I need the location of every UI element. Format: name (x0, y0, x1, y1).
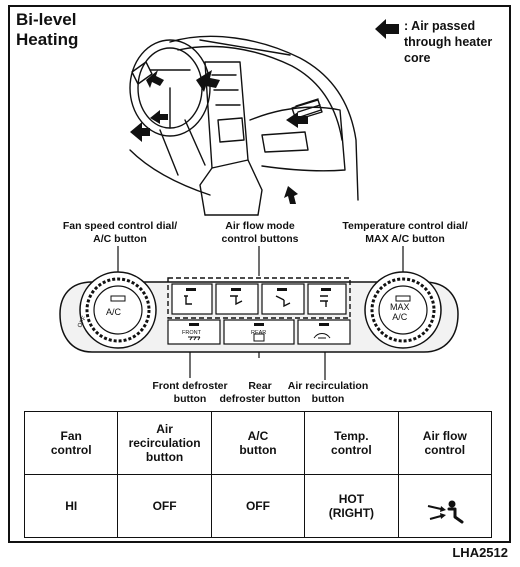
table-value-row: HI OFF OFF HOT (RIGHT) (23, 474, 493, 538)
value-air-flow-control (397, 474, 493, 538)
front-button-label: FRONT (182, 330, 201, 336)
value-ac-button: OFF (210, 474, 306, 538)
dashboard-illustration (129, 35, 359, 216)
fan-speed-dial (79, 271, 157, 349)
value-temp-control: HOT (RIGHT) (304, 474, 399, 538)
rear-defroster-callout: Rear defroster button (219, 380, 301, 405)
climate-control-panel (59, 271, 459, 353)
header-air-recirculation: Air recirculation button (117, 411, 212, 475)
diagram-code: LHA2512 (452, 545, 508, 560)
header-ac-button: A/C button (210, 411, 306, 475)
temperature-callout: Temperature control dial/ MAX A/C button (342, 220, 468, 245)
value-fan-control: HI (23, 474, 119, 538)
dashboard-airflow-arrows (130, 70, 308, 204)
front-defroster-callout: Front defroster button (152, 380, 228, 405)
header-air-flow-control: Air flow control (397, 411, 493, 475)
air-flow-arrow-icon (375, 19, 399, 39)
diagram-title: Bi-level Heating (16, 10, 79, 49)
air-flow-mode-callout: Air flow mode control buttons (221, 220, 299, 245)
fan-speed-callout: Fan speed control dial/ A/C button (62, 220, 178, 245)
legend-text: : Air passed through heater core (404, 19, 493, 65)
air-recirculation-callout: Air recirculation button (287, 380, 369, 405)
table-header-row: Fan control Air recirculation button A/C… (23, 411, 493, 475)
header-temp-control: Temp. control (304, 411, 399, 475)
right-dial-label: MAX A/C (390, 302, 410, 322)
bi-level-airflow-icon (427, 500, 464, 524)
settings-table: Fan control Air recirculation button A/C… (23, 411, 493, 538)
value-air-recirculation: OFF (117, 474, 212, 538)
temperature-dial (364, 271, 442, 349)
legend: : Air passed through heater core (374, 18, 492, 66)
header-fan-control: Fan control (23, 411, 119, 475)
air-flow-mode-group (167, 277, 351, 319)
left-dial-label: A/C (106, 307, 122, 317)
rear-button-label: REAR (251, 330, 267, 336)
